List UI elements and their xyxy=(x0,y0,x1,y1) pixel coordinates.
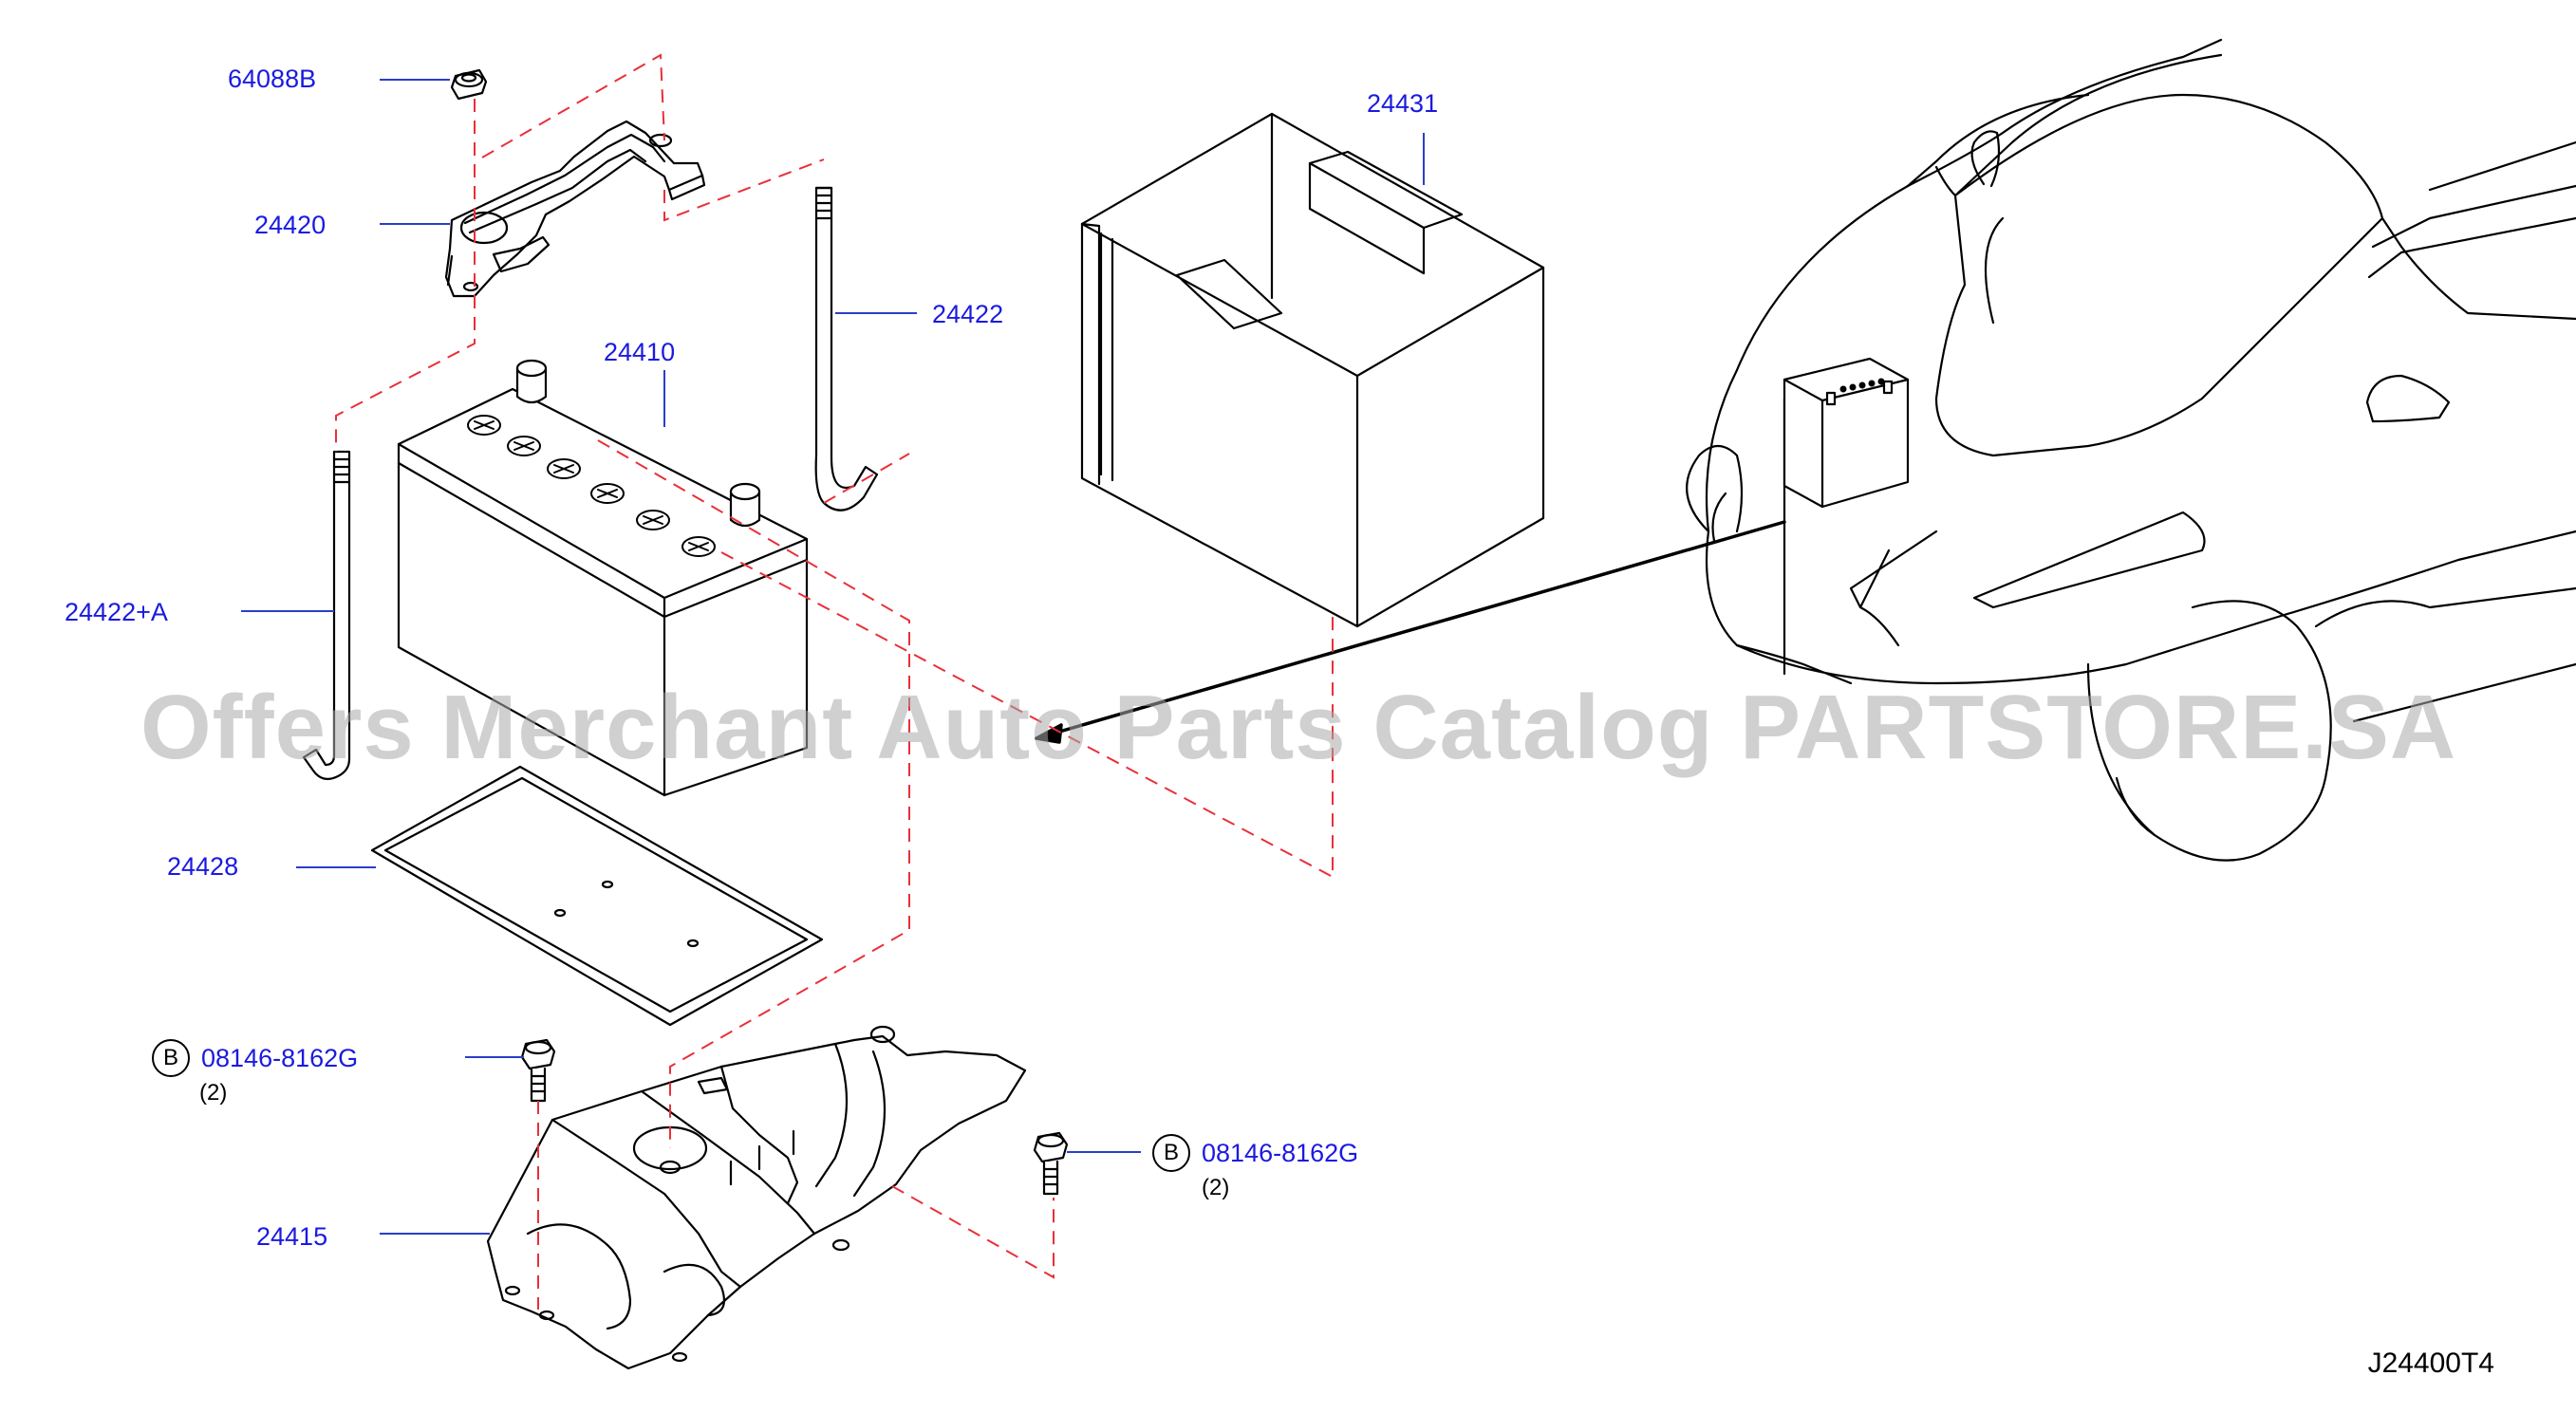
battery-mat-24428[interactable] xyxy=(370,765,824,1027)
callout-24422a[interactable]: 24422+A xyxy=(65,598,168,626)
quantity-left: (2) xyxy=(199,1080,228,1106)
battery-tray-24415[interactable] xyxy=(486,1025,1027,1370)
callout-64088b[interactable]: 64088B xyxy=(228,65,317,93)
quantity-right: (2) xyxy=(1202,1175,1230,1200)
battery-location-icon xyxy=(1783,357,1910,509)
diagram-code: J24400T4 xyxy=(2367,1348,2494,1379)
callout-24422[interactable]: 24422 xyxy=(932,300,1004,328)
callout-24431[interactable]: 24431 xyxy=(1367,89,1439,118)
battery-24410[interactable] xyxy=(397,359,809,797)
assembly-guides xyxy=(335,53,1334,1310)
callout-08146-right[interactable]: 08146-8162G xyxy=(1202,1139,1359,1167)
j-bolt-24422a[interactable] xyxy=(302,450,351,781)
nut-64088b[interactable] xyxy=(450,68,488,101)
callout-24420[interactable]: 24420 xyxy=(254,211,327,239)
badge-b-right: B xyxy=(1152,1134,1190,1172)
callout-leaders xyxy=(241,79,1425,1235)
callout-24428[interactable]: 24428 xyxy=(167,852,239,881)
watermark-text: Offers Merchant Auto Parts Catalog PARTS… xyxy=(140,677,2457,778)
battery-clamp-24420[interactable] xyxy=(444,120,706,298)
callout-24410[interactable]: 24410 xyxy=(604,338,676,366)
callout-24415[interactable]: 24415 xyxy=(256,1222,328,1251)
badge-b-left: B xyxy=(152,1039,190,1077)
bolt-08146-right[interactable] xyxy=(1033,1131,1069,1196)
battery-cover-24431[interactable] xyxy=(1080,112,1545,628)
vehicle-outline xyxy=(1686,38,2576,862)
bolt-08146-left[interactable] xyxy=(520,1038,556,1103)
j-bolt-24422[interactable] xyxy=(814,186,879,511)
callout-08146-left[interactable]: 08146-8162G xyxy=(201,1044,359,1072)
